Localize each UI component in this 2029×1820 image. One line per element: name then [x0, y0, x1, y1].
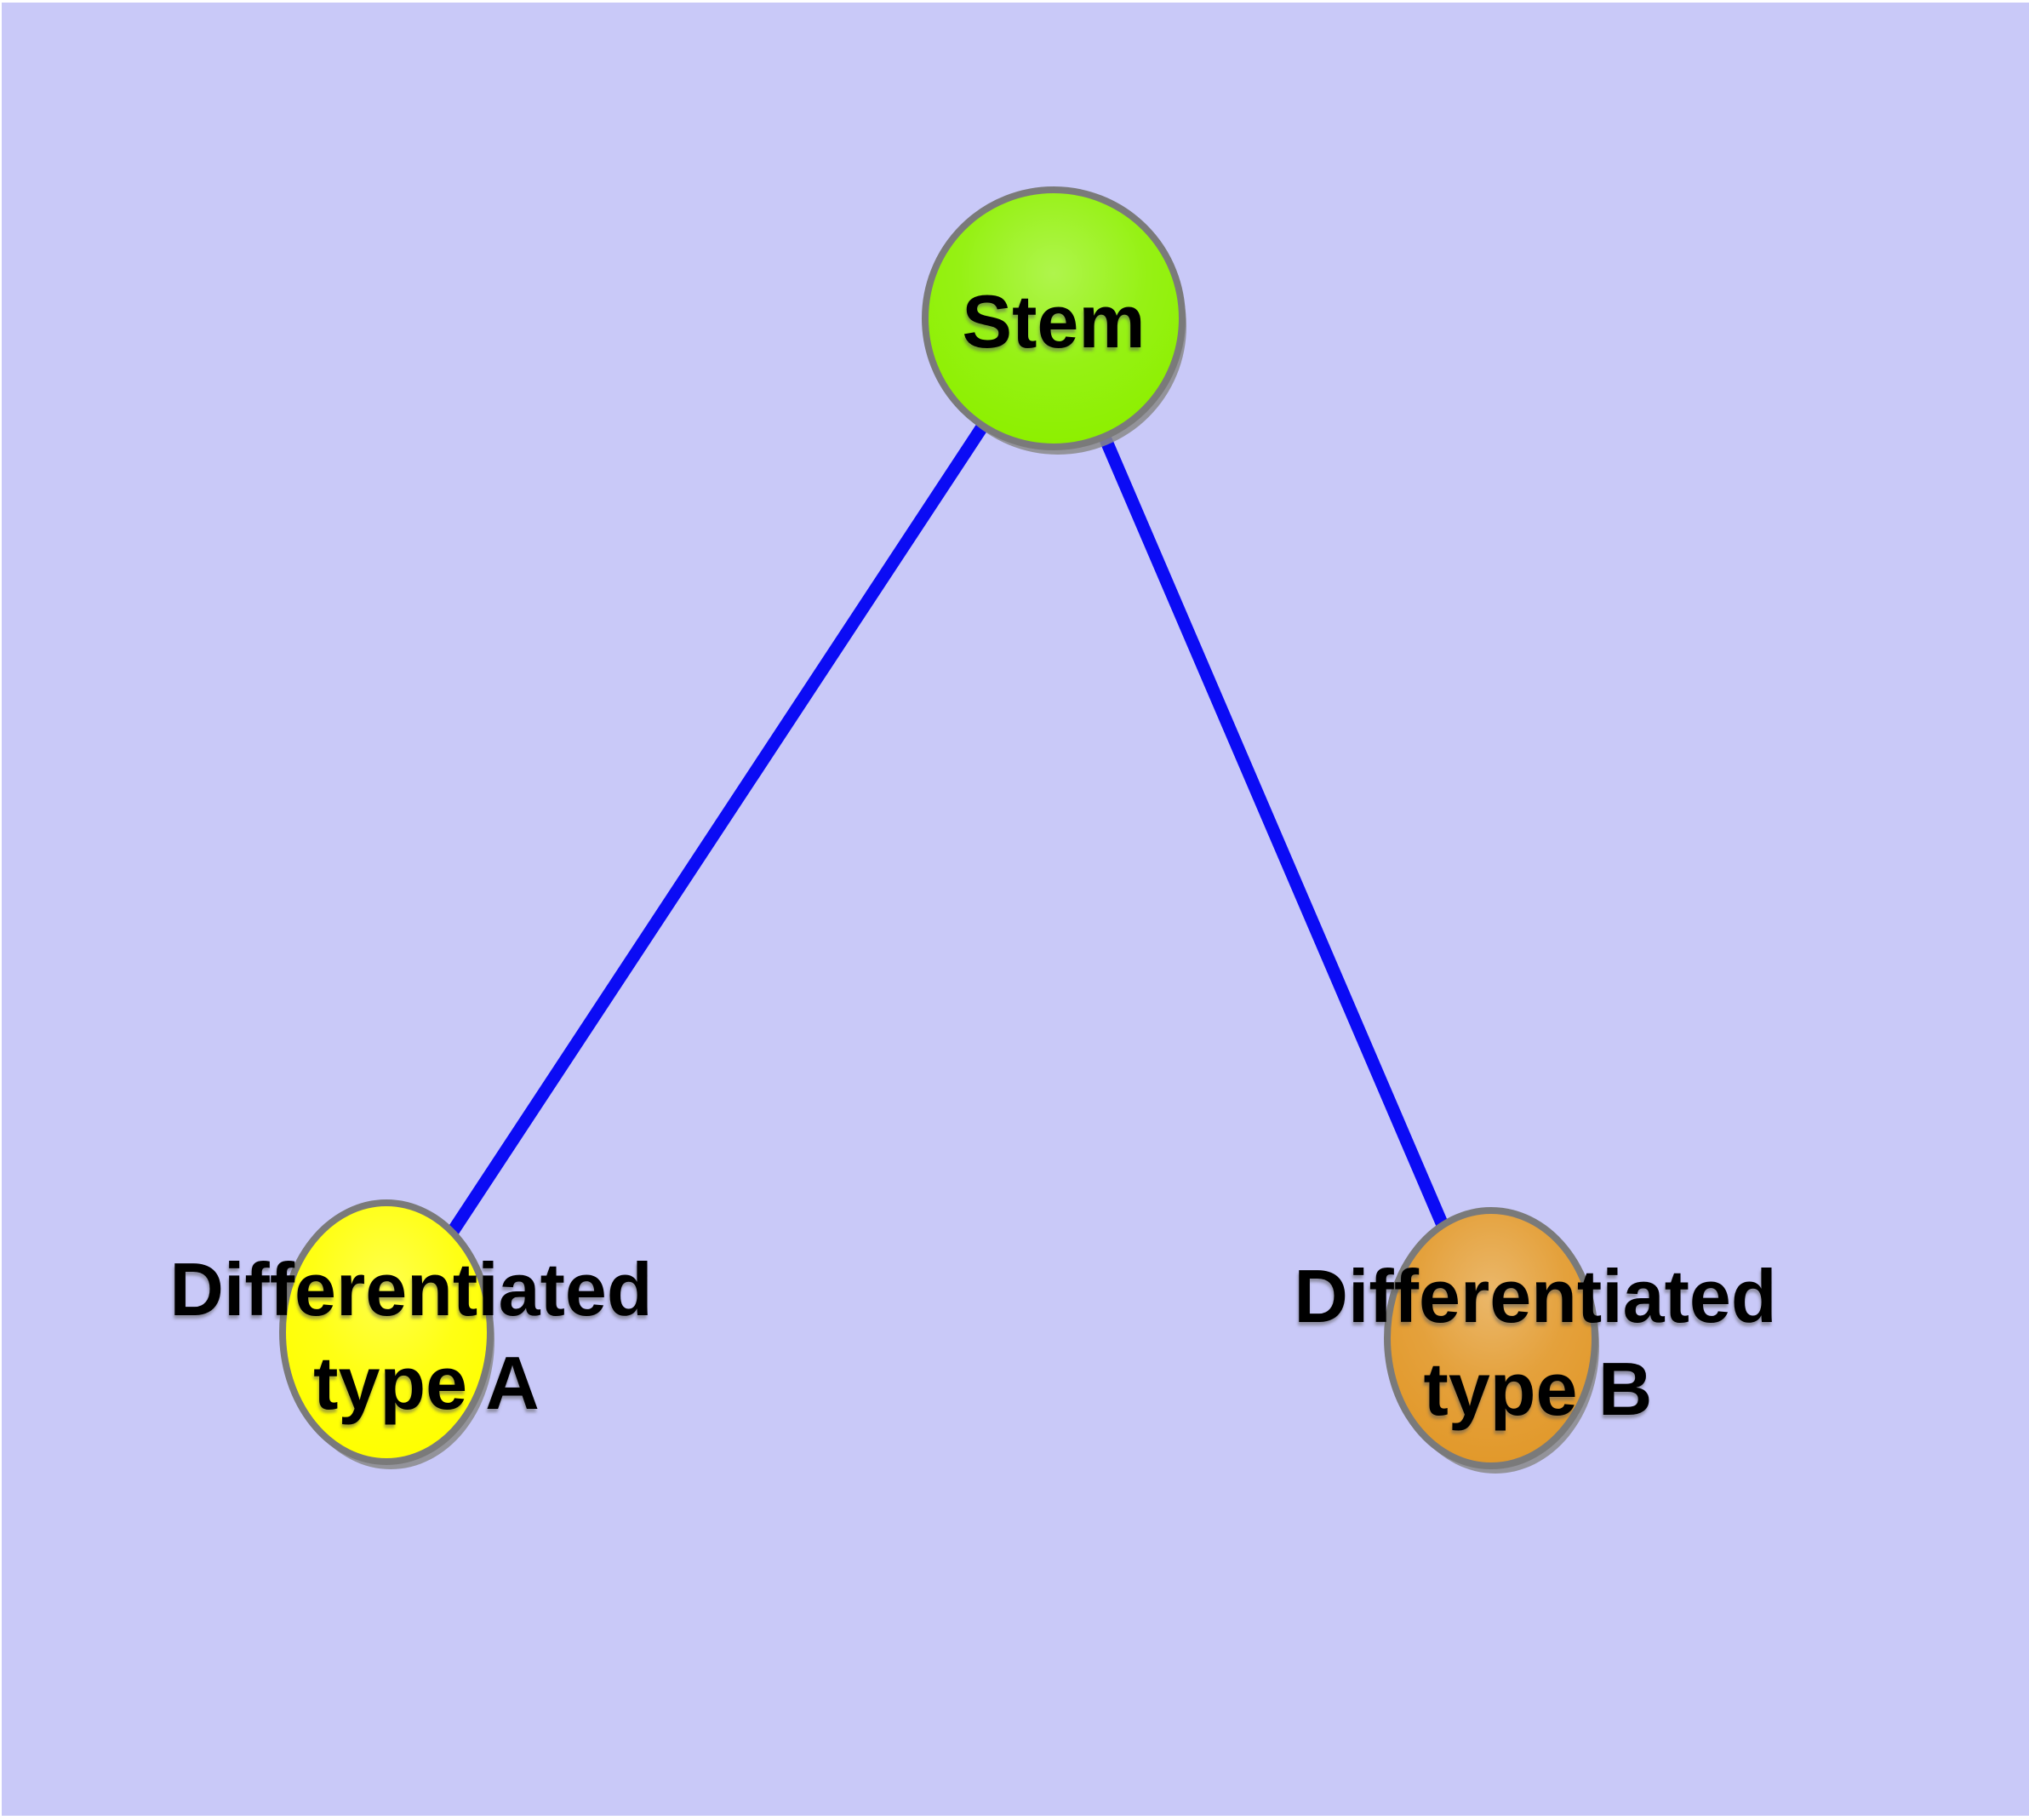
node-type-b-label-line2: type B [1424, 1347, 1653, 1431]
edge-stem-to-type-b[interactable] [1048, 316, 1497, 1341]
edge-stem-to-type-a[interactable] [380, 314, 1060, 1336]
node-type-b-label-line1: Differentiated [1294, 1254, 1776, 1338]
node-type-a-label-line2: type A [313, 1341, 540, 1425]
node-type-a-label-line1: Differentiated [169, 1247, 652, 1331]
node-stem[interactable]: Stem [922, 186, 1186, 455]
node-stem-label: Stem [962, 279, 1145, 363]
